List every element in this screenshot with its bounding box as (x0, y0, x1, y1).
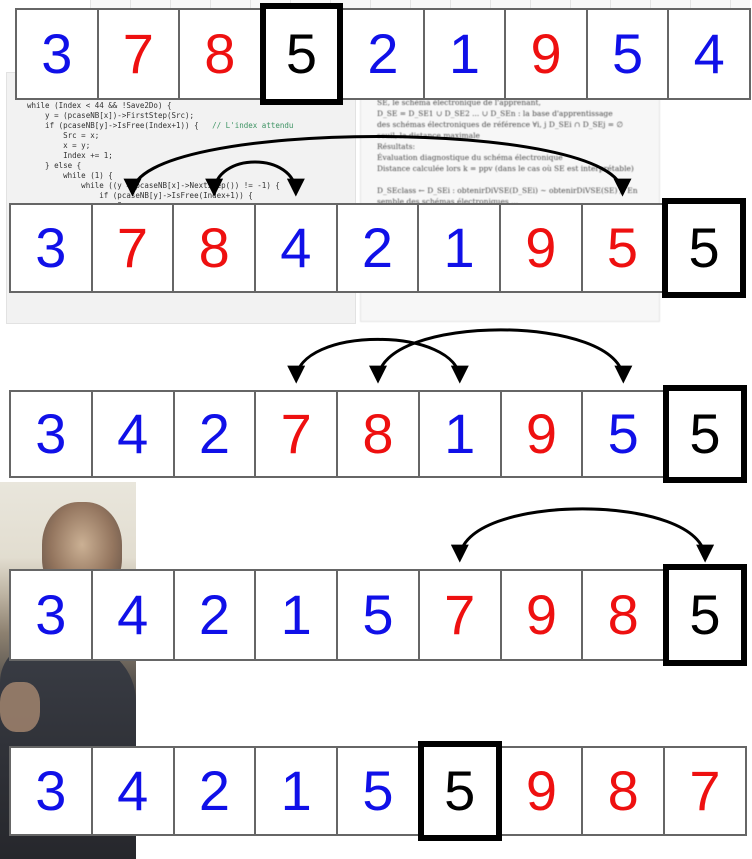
pivot-cell: 5 (662, 198, 746, 298)
swap-arrow (214, 162, 296, 193)
swap-arrow (378, 330, 623, 380)
pivot-cell: 5 (418, 741, 502, 841)
pivot-cell: 5 (663, 564, 747, 666)
swap-arrow (133, 136, 623, 193)
swap-arrow (460, 509, 705, 559)
pivot-cell: 5 (663, 385, 747, 483)
pivot-cell: 5 (260, 3, 344, 105)
